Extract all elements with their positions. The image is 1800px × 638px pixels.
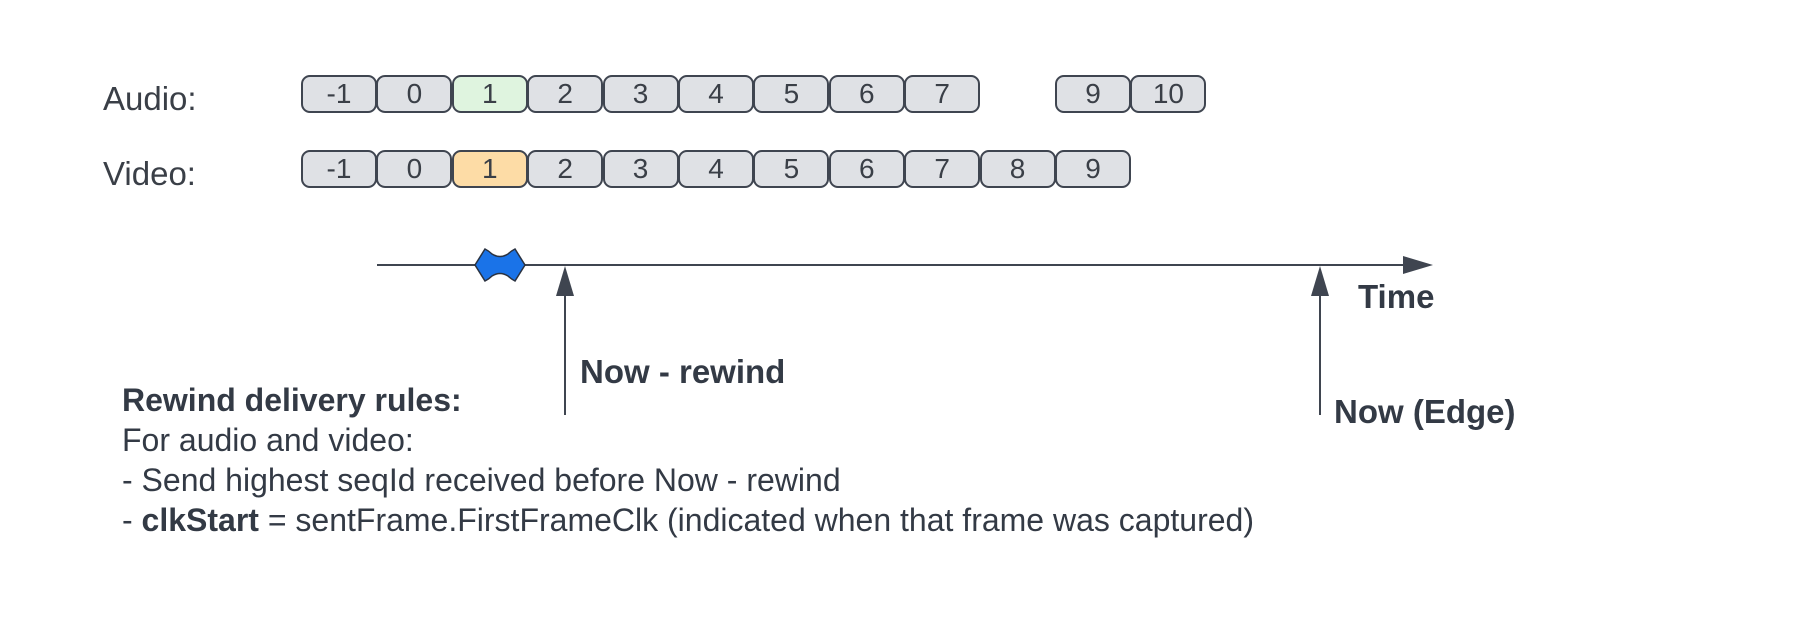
video-segment-5: 5	[753, 150, 830, 188]
audio-segment-6: 6	[828, 75, 905, 113]
rules-line-1: For audio and video:	[122, 422, 414, 458]
video-segment-8: 8	[979, 150, 1056, 188]
rules-line-3: - clkStart = sentFrame.FirstFrameClk (in…	[122, 500, 1254, 540]
video-segment-3: 3	[602, 150, 679, 188]
audio-segment-5: 5	[753, 75, 830, 113]
video-segment-9: 9	[1055, 150, 1131, 188]
rules-title: Rewind delivery rules:	[122, 382, 462, 418]
time-label: Time	[1358, 278, 1435, 315]
audio-row-label: Audio:	[103, 80, 197, 117]
rules-line-2: - Send highest seqId received before Now…	[122, 462, 841, 498]
rewind-rules-text: Rewind delivery rules: For audio and vid…	[122, 380, 1254, 540]
video-segment-0: 0	[376, 150, 453, 188]
audio-segment-7: 7	[904, 75, 981, 113]
audio-segment-9: 9	[1055, 75, 1131, 113]
video-segment--1: -1	[301, 150, 377, 188]
video-segment-4: 4	[678, 150, 754, 188]
video-row-label: Video:	[103, 155, 196, 192]
video-segment-2: 2	[527, 150, 604, 188]
now-edge-label: Now (Edge)	[1334, 393, 1516, 430]
audio-segment-1: 1	[451, 75, 528, 113]
video-segment-7: 7	[904, 150, 981, 188]
audio-segment-0: 0	[376, 75, 453, 113]
video-segment-1: 1	[451, 150, 528, 188]
rules-line-3-prefix: -	[122, 502, 142, 538]
time-axis-arrowhead	[1403, 256, 1433, 274]
rules-line-3-rest: = sentFrame.FirstFrameClk (indicated whe…	[258, 502, 1254, 538]
clkstart-term: clkStart	[141, 502, 259, 538]
audio-segment--1: -1	[301, 75, 377, 113]
audio-segment-2: 2	[527, 75, 604, 113]
now-edge-arrowhead	[1311, 266, 1329, 296]
audio-segment-10: 10	[1130, 75, 1207, 113]
video-segment-6: 6	[828, 150, 905, 188]
now-rewind-arrowhead	[556, 266, 574, 296]
audio-segment-3: 3	[602, 75, 679, 113]
audio-segment-4: 4	[678, 75, 754, 113]
now-rewind-label: Now - rewind	[580, 353, 786, 390]
rewind-window-marker-icon	[474, 248, 526, 282]
